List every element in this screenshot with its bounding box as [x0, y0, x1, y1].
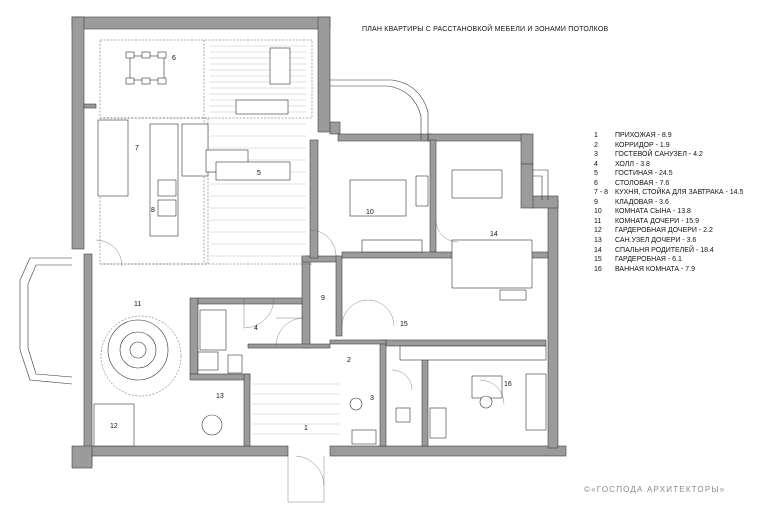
legend-text: ВАННАЯ КОМНАТА - 7.9: [615, 265, 696, 273]
legend-number: 12: [594, 227, 602, 235]
legend-text: СТОЛОВАЯ - 7.6: [615, 179, 670, 187]
legend-text: ГАРДЕРОБНАЯ - 6.1: [615, 256, 682, 264]
room-label-5: 5: [257, 170, 261, 177]
legend-row: 11 КОМНАТА ДОЧЕРИ - 15.9: [594, 217, 743, 227]
room-label-8: 8: [151, 207, 155, 214]
living-ceiling-hatch: [210, 45, 340, 435]
legend-text: ХОЛЛ - 3.8: [615, 160, 650, 168]
legend-row: 6 СТОЛОВАЯ - 7.6: [594, 179, 743, 189]
room-label-4: 4: [254, 325, 258, 332]
legend-text: КОМНАТА СЫНА - 13.8: [615, 208, 691, 216]
legend-number: 10: [594, 208, 602, 216]
legend-number: 1: [594, 132, 598, 139]
room-label-7: 7: [135, 145, 139, 152]
legend-text: СПАЛЬНЯ РОДИТЕЛЕЙ - 18.4: [615, 246, 714, 254]
room-label-11: 11: [134, 301, 141, 308]
room-label-14: 14: [490, 231, 498, 238]
legend-row: 7 - 8 КУХНЯ, СТОЙКА ДЛЯ ЗАВТРАКА - 14.5: [594, 188, 743, 198]
room-labels: 1 2 3 4 5 6 7 8 9 10 11 12 13 14 15 16: [110, 55, 512, 432]
legend-text: КЛАДОВАЯ - 3.6: [615, 198, 669, 206]
room-label-15: 15: [400, 321, 408, 328]
legend-number: 16: [594, 265, 602, 273]
legend-row: 13 САН.УЗЕЛ ДОЧЕРИ - 3.6: [594, 236, 743, 246]
legend-number: 14: [594, 246, 602, 254]
legend-row: 1 ПРИХОЖАЯ - 8.9: [594, 131, 743, 141]
plan-title: ПЛАН КВАРТИРЫ С РАССТАНОВКОЙ МЕБЕЛИ И ЗО…: [362, 26, 609, 33]
legend-number: 5: [594, 170, 598, 178]
room-label-2: 2: [347, 357, 351, 364]
legend-row: 5 ГОСТИНАЯ - 24.5: [594, 169, 743, 179]
room-label-10: 10: [366, 209, 374, 216]
legend-text: САН.УЗЕЛ ДОЧЕРИ - 3.6: [615, 237, 697, 245]
watermark: ©«ГОСПОДА АРХИТЕКТОРЫ»: [584, 485, 726, 494]
legend-number: 6: [594, 179, 598, 187]
legend-row: 9 КЛАДОВАЯ - 3.6: [594, 198, 743, 208]
legend-text: ГОСТЕВОЙ САНУЗЕЛ - 4.2: [615, 151, 703, 159]
legend-number: 9: [594, 198, 598, 206]
room-label-6: 6: [172, 55, 176, 62]
legend-row: 12 ГАРДЕРОБНАЯ ДОЧЕРИ - 2.2: [594, 226, 743, 236]
room-label-9: 9: [321, 295, 325, 302]
legend-text: ГОСТИНАЯ - 24.5: [615, 170, 673, 178]
legend-row: 14 СПАЛЬНЯ РОДИТЕЛЕЙ - 18.4: [594, 246, 743, 256]
legend-number: 2: [594, 141, 598, 149]
room-label-13: 13: [216, 393, 224, 400]
legend-text: КОМНАТА ДОЧЕРИ - 15.9: [615, 217, 700, 225]
legend-row: 2 КОРРИДОР - 1.9: [594, 141, 743, 151]
legend-row: 15 ГАРДЕРОБНАЯ - 6.1: [594, 255, 743, 265]
legend-number: 4: [594, 160, 598, 168]
legend-number: 11: [594, 217, 602, 225]
legend-text: ГАРДЕРОБНАЯ ДОЧЕРИ - 2.2: [615, 227, 713, 235]
room-label-12: 12: [110, 423, 118, 430]
room-label-1: 1: [304, 425, 308, 432]
room-label-3: 3: [370, 395, 374, 402]
legend-number: 13: [594, 237, 602, 245]
legend-text: КУХНЯ, СТОЙКА ДЛЯ ЗАВТРАКА - 14.5: [615, 189, 744, 197]
balconies: [19, 79, 549, 385]
furniture: [93, 47, 547, 447]
legend-row: 3 ГОСТЕВОЙ САНУЗЕЛ - 4.2: [594, 150, 743, 160]
legend-row: 16 ВАННАЯ КОМНАТА - 7.9: [594, 265, 743, 275]
exterior-walls: [71, 16, 567, 469]
legend-text: КОРРИДОР - 1.9: [615, 141, 670, 149]
legend-row: 4 ХОЛЛ - 3.8: [594, 160, 743, 170]
room-label-16: 16: [504, 381, 512, 388]
interior-walls: [83, 103, 549, 447]
legend-row: 10 КОМНАТА СЫНА - 13.8: [594, 207, 743, 217]
legend-number: 3: [594, 151, 598, 159]
room-legend: 1 ПРИХОЖАЯ - 8.9 2 КОРРИДОР - 1.9 3 ГОСТЕВОЙ …: [594, 131, 743, 274]
legend-number: 15: [594, 256, 602, 264]
legend-text: ПРИХОЖАЯ - 8.9: [615, 132, 672, 139]
legend-number: 7 - 8: [594, 189, 609, 197]
doors: [95, 219, 505, 503]
